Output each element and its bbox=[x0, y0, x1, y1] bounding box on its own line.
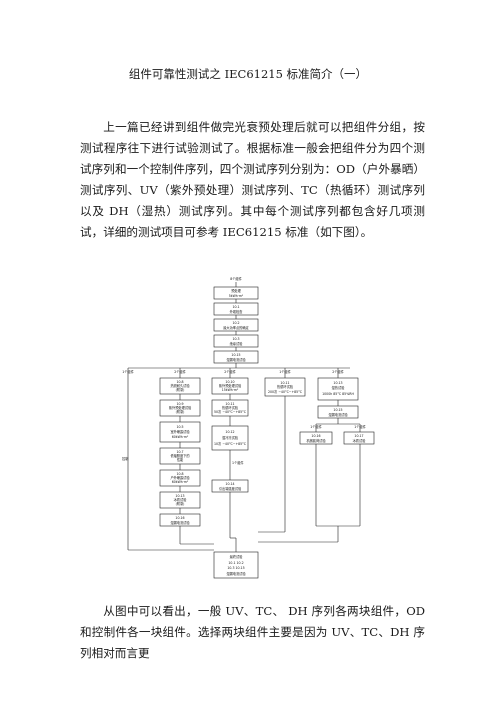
svg-text:冰雹试验: 冰雹试验 bbox=[353, 438, 367, 443]
svg-text:湿热试验: 湿热试验 bbox=[332, 385, 346, 390]
od-step: 10.13 冰雹试验 (附录) bbox=[159, 491, 201, 509]
svg-text:10.10: 10.10 bbox=[225, 380, 234, 384]
svg-text:10.12: 10.12 bbox=[225, 430, 234, 434]
svg-text:10.14: 10.14 bbox=[225, 482, 234, 486]
dh-step: 10.15 湿漏电流试验 bbox=[317, 405, 359, 419]
flow-main-step: 10.1 外观检查 bbox=[213, 302, 259, 316]
svg-text:10.3 10.15: 10.3 10.15 bbox=[227, 566, 244, 570]
svg-text:热循环试验: 热循环试验 bbox=[277, 384, 294, 389]
svg-text:10.17: 10.17 bbox=[354, 434, 363, 438]
flow-main-step: 10.3 绝缘试验 bbox=[213, 334, 259, 348]
od-step: 10.5 室外曝露试验 60kWh·m² bbox=[159, 421, 201, 443]
final-test-box: 最终试验 10.1 10.2 10.3 10.15 湿漏电流试验 bbox=[213, 551, 259, 579]
od-step: 10.7 低辐照度下的 性能 bbox=[159, 447, 201, 465]
uv-sub-label: 1个组件 bbox=[232, 460, 244, 465]
svg-text:低辐照度下的: 低辐照度下的 bbox=[170, 453, 189, 458]
svg-text:引出端强度试验: 引出端强度试验 bbox=[219, 486, 242, 491]
svg-text:最大功率点的确定: 最大功率点的确定 bbox=[223, 325, 249, 330]
svg-text:性能: 性能 bbox=[177, 457, 184, 462]
svg-text:10.13: 10.13 bbox=[175, 494, 184, 498]
intro-paragraph: 上一篇已经讲到组件做完光衰预处理后就可以把组件分组，按测试程序往下进行试验测试了… bbox=[80, 120, 425, 239]
svg-text:200次 −40°C~+85°C: 200次 −40°C~+85°C bbox=[268, 389, 303, 394]
svg-text:60kWh·m²: 60kWh·m² bbox=[172, 435, 189, 439]
svg-text:10.11: 10.11 bbox=[225, 402, 234, 406]
od-step: 10.8 户外曝露试验 60kWh·m² bbox=[159, 469, 201, 487]
svg-text:10.3: 10.3 bbox=[232, 337, 239, 341]
branch-label: 2个组件 bbox=[332, 369, 344, 374]
svg-text:(附录): (附录) bbox=[176, 409, 185, 414]
dh-sub-label: 1个组件 bbox=[310, 424, 322, 429]
svg-text:热循环试验: 热循环试验 bbox=[222, 405, 239, 410]
branch-label: 2个组件 bbox=[174, 369, 186, 374]
control-label: 控制 bbox=[122, 456, 128, 461]
svg-text:10.13: 10.13 bbox=[333, 381, 342, 385]
svg-text:室外曝露试验: 室外曝露试验 bbox=[170, 429, 190, 434]
svg-text:10.15: 10.15 bbox=[333, 408, 342, 412]
flow-main-step: 预处理 5kWh·m² bbox=[213, 286, 259, 300]
branch-label: 1个组件 bbox=[122, 369, 134, 374]
flow-top-label: 8个组件 bbox=[230, 276, 242, 281]
od-step: 10.16 湿漏电流试验 bbox=[159, 513, 201, 527]
dh-sub-label: 1个组件 bbox=[354, 424, 366, 429]
flow-main-step: 10.15 湿漏电流试验 bbox=[213, 350, 259, 364]
svg-text:绝缘试验: 绝缘试验 bbox=[230, 341, 244, 346]
svg-text:预处理: 预处理 bbox=[231, 288, 241, 293]
svg-text:(附录): (附录) bbox=[176, 501, 185, 506]
svg-text:10.8: 10.8 bbox=[176, 380, 183, 384]
svg-text:户外曝露试验: 户外曝露试验 bbox=[170, 475, 190, 480]
svg-text:湿漏电流试验: 湿漏电流试验 bbox=[170, 520, 190, 525]
svg-text:机械载荷试验: 机械载荷试验 bbox=[306, 438, 326, 443]
svg-text:10.11: 10.11 bbox=[280, 381, 289, 385]
od-step: 10.8 热斑耐久试验 (附录) bbox=[159, 377, 201, 395]
svg-text:10.9: 10.9 bbox=[176, 402, 183, 406]
svg-text:最终试验: 最终试验 bbox=[230, 554, 244, 559]
svg-text:紫外预处理试验: 紫外预处理试验 bbox=[219, 383, 242, 388]
svg-text:10.5: 10.5 bbox=[176, 425, 183, 429]
svg-text:湿漏电流试验: 湿漏电流试验 bbox=[328, 412, 348, 417]
test-sequence-flowchart: 8个组件 预处理 5kWh·m² 10.1 外观检查 10.2 最大功率点的确定… bbox=[122, 276, 375, 579]
svg-text:10次 −40°C~+85°C: 10次 −40°C~+85°C bbox=[214, 441, 247, 446]
svg-text:10.16: 10.16 bbox=[175, 516, 184, 520]
svg-text:15kWh·m²: 15kWh·m² bbox=[222, 388, 239, 392]
svg-text:10.7: 10.7 bbox=[176, 450, 183, 454]
dh-sub-step: 10.16 机械载荷试验 bbox=[299, 431, 333, 445]
uv-step: 10.10 紫外预处理试验 15kWh·m² bbox=[211, 377, 249, 395]
svg-text:10.15: 10.15 bbox=[231, 353, 240, 357]
document-title: 组件可靠性测试之 IEC61215 标准简介（一） bbox=[128, 67, 368, 81]
branch-label: 2个组件 bbox=[224, 369, 236, 374]
svg-text:冰雹试验: 冰雹试验 bbox=[174, 497, 188, 502]
svg-text:1000h 85°C 85%RH: 1000h 85°C 85%RH bbox=[322, 392, 354, 396]
od-step: 10.9 紫外预处理试验 (附录) bbox=[159, 399, 201, 417]
svg-text:50次 −40°C~+85°C: 50次 −40°C~+85°C bbox=[214, 409, 247, 414]
uv-step: 10.12 湿冷冻试验 10次 −40°C~+85°C bbox=[211, 425, 249, 451]
svg-text:10.16: 10.16 bbox=[311, 434, 320, 438]
svg-text:10.1 10.2: 10.1 10.2 bbox=[228, 561, 243, 565]
svg-text:60kWh·m²: 60kWh·m² bbox=[172, 480, 189, 484]
svg-text:10.1: 10.1 bbox=[232, 305, 239, 309]
svg-text:5kWh·m²: 5kWh·m² bbox=[229, 294, 244, 298]
svg-text:湿漏电流试验: 湿漏电流试验 bbox=[226, 357, 246, 362]
svg-text:外观检查: 外观检查 bbox=[230, 309, 244, 314]
svg-text:湿冷冻试验: 湿冷冻试验 bbox=[222, 435, 239, 440]
dh-step: 10.13 湿热试验 1000h 85°C 85%RH bbox=[317, 377, 359, 401]
analysis-paragraph: 从图中可以看出，一般 UV、TC、 DH 序列各两块组件，OD 和控制件各一块组… bbox=[80, 604, 425, 660]
dh-sub-step: 10.17 冰雹试验 bbox=[343, 431, 375, 445]
flow-main-step: 10.2 最大功率点的确定 bbox=[213, 318, 259, 332]
svg-text:10.8: 10.8 bbox=[176, 472, 183, 476]
uv-step: 10.11 热循环试验 50次 −40°C~+85°C bbox=[211, 399, 249, 417]
svg-text:10.2: 10.2 bbox=[232, 321, 239, 325]
svg-text:湿漏电流试验: 湿漏电流试验 bbox=[226, 571, 246, 576]
svg-text:(附录): (附录) bbox=[176, 387, 185, 392]
branch-label: 1个组件 bbox=[279, 369, 291, 374]
svg-text:紫外预处理试验: 紫外预处理试验 bbox=[169, 405, 192, 410]
tc-step: 10.11 热循环试验 200次 −40°C~+85°C bbox=[264, 377, 306, 397]
svg-text:热斑耐久试验: 热斑耐久试验 bbox=[170, 383, 190, 388]
uv-step: 10.14 引出端强度试验 bbox=[211, 479, 249, 493]
